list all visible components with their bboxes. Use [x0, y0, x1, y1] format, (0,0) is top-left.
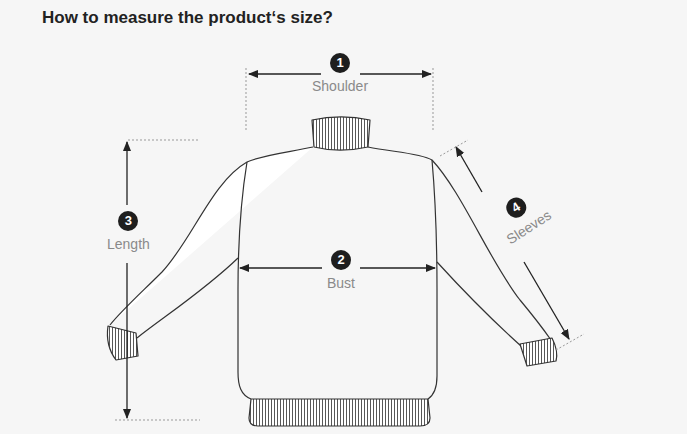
- callout-number: 3: [118, 211, 138, 231]
- callout-number: 1: [330, 53, 350, 73]
- callout-label: 3Length: [105, 211, 152, 252]
- measure-name: Shoulder: [310, 78, 370, 94]
- callout-number: 2: [331, 250, 351, 270]
- callout-label: 1Shoulder: [310, 53, 370, 94]
- measure-name: Bust: [325, 275, 357, 291]
- callout-number: 4: [502, 194, 530, 222]
- callout-label: 2Bust: [325, 250, 357, 291]
- callout-label: 4Sleeves: [488, 185, 555, 249]
- measure-name: Length: [105, 236, 152, 252]
- heading: How to measure the product‘s size?: [42, 8, 333, 28]
